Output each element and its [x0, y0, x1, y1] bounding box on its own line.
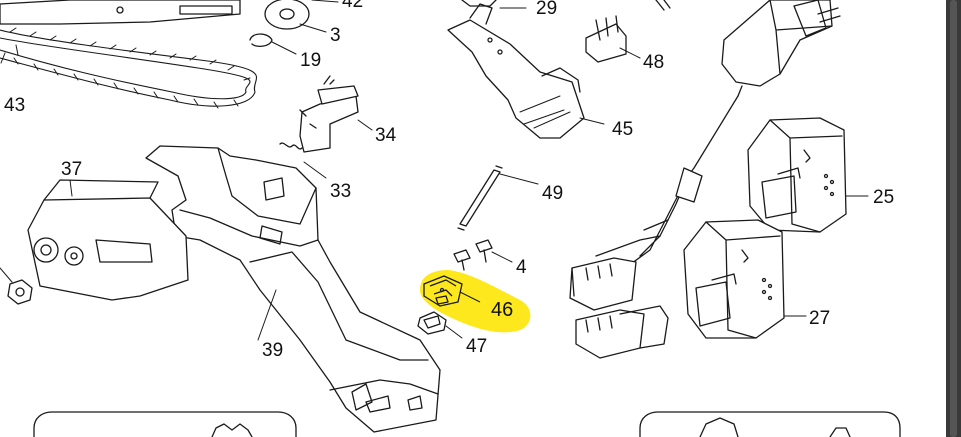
- part-label-25: 25: [873, 187, 895, 208]
- part-label-48: 48: [643, 52, 665, 73]
- part-label-19: 19: [300, 50, 322, 71]
- screws: [453, 239, 513, 271]
- guide-bar: [0, 0, 241, 25]
- part-label-27: 27: [809, 308, 831, 329]
- detail-frame-right: [639, 411, 901, 437]
- circuit-board: [447, 3, 605, 139]
- threaded-rod: [457, 165, 539, 231]
- battery-27: [683, 219, 807, 339]
- switch-bracket: [423, 275, 481, 307]
- part-label-45: 45: [612, 119, 634, 140]
- part-label-39: 39: [262, 340, 284, 361]
- part-label-33: 33: [330, 181, 352, 202]
- retaining-clip: [249, 33, 297, 55]
- part-label-49: 49: [542, 183, 564, 204]
- part-label-47: 47: [466, 336, 488, 357]
- detail-frame-left: [33, 411, 297, 437]
- part-label-37: 37: [61, 159, 83, 180]
- part-label-46: 46: [491, 299, 514, 321]
- tool-housing: [145, 145, 441, 433]
- battery-terminal: [585, 15, 641, 63]
- terminal-block: [461, 0, 671, 11]
- part-label-34: 34: [375, 125, 397, 146]
- battery-25: [747, 117, 869, 233]
- part-label-3: 3: [330, 25, 341, 46]
- dual-battery-adapter: [569, 257, 669, 359]
- part-label-43: 43: [4, 95, 26, 116]
- part-label-4: 4: [516, 257, 527, 278]
- charger: [595, 0, 841, 267]
- vertical-scrollbar[interactable]: [946, 0, 961, 437]
- part-label-42: 42: [342, 0, 364, 12]
- trigger-switch: [299, 75, 373, 153]
- hex-nut: [0, 267, 33, 305]
- switch-knob: [417, 311, 463, 339]
- scrollbar-thumb[interactable]: [950, 0, 957, 437]
- part-label-29: 29: [536, 0, 558, 19]
- saw-chain: [0, 27, 258, 109]
- spring: [279, 142, 327, 179]
- washer: [264, 0, 327, 33]
- blade-cover: [27, 179, 189, 301]
